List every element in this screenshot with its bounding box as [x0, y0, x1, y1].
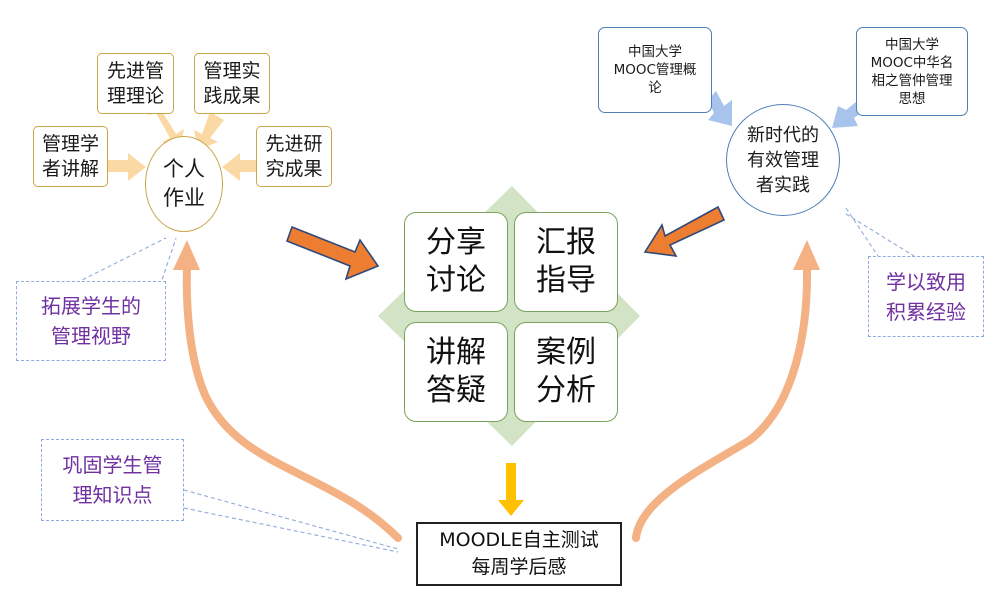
box-practice-results: 管理实 践成果	[194, 53, 270, 114]
callout-apply-learning-text: 学以致用 积累经验	[886, 269, 966, 324]
individual-work-circle: 个人 作业	[145, 136, 223, 232]
arrow-center-to-moodle	[498, 463, 524, 516]
quad-lecture-answer: 讲解 答疑	[404, 322, 508, 422]
arrow-research-to-circle	[222, 153, 258, 181]
callout-apply-learning: 学以致用 积累经验	[868, 256, 984, 337]
quad-report-guide: 汇报 指导	[514, 212, 618, 312]
box-scholar-lectures-label: 管理学 者讲解	[41, 132, 99, 180]
quad-share-discuss-label: 分享 讨论	[426, 225, 486, 298]
box-research-results: 先进研 究成果	[256, 126, 332, 187]
quad-lecture-answer-label: 讲解 答疑	[426, 335, 486, 408]
leader-consolidate-1	[183, 489, 399, 550]
moodle-label: MOODLE自主测试 每周学后感	[439, 529, 599, 578]
leader-apply-2	[845, 213, 915, 257]
box-scholar-lectures: 管理学 者讲解	[33, 126, 108, 187]
quad-report-guide-label: 汇报 指导	[536, 225, 596, 298]
quad-share-discuss: 分享 讨论	[404, 212, 508, 312]
callout-expand-vision-text: 拓展学生的 管理视野	[41, 294, 141, 348]
box-mooc-chinese: 中国大学 MOOC中华名 相之管仲管理 思想	[856, 27, 968, 116]
callout-expand-vision: 拓展学生的 管理视野	[16, 281, 166, 361]
arrow-scholar-to-circle	[104, 153, 146, 181]
callout-consolidate: 巩固学生管 理知识点	[41, 439, 184, 521]
box-mooc-chinese-label: 中国大学 MOOC中华名 相之管仲管理 思想	[870, 36, 954, 107]
box-mooc-intro-label: 中国大学 MOOC管理概 论	[613, 44, 697, 96]
box-advanced-theory: 先进管 理理论	[97, 53, 174, 114]
leader-consolidate-2	[183, 507, 399, 553]
leader-apply-1	[845, 207, 879, 257]
callout-consolidate-text: 巩固学生管 理知识点	[62, 453, 163, 507]
leader-expand-1	[69, 237, 167, 287]
moodle-box: MOODLE自主测试 每周学后感	[416, 522, 622, 586]
curve-moodle-to-individual	[182, 264, 402, 542]
quad-case-analysis-label: 案例 分析	[536, 335, 596, 408]
arrow-individual-to-center	[285, 225, 380, 281]
curve-head-right	[793, 240, 820, 270]
curve-head-left	[173, 240, 200, 270]
box-research-results-label: 先进研 究成果	[265, 132, 323, 180]
box-mooc-intro: 中国大学 MOOC管理概 论	[598, 27, 712, 113]
callout-leaders	[69, 207, 915, 553]
curve-moodle-to-newera	[632, 264, 812, 542]
arrow-mooc-intro	[708, 91, 732, 126]
individual-work-label: 个人 作业	[163, 157, 205, 210]
box-practice-results-label: 管理实 践成果	[203, 59, 261, 107]
arrow-newera-to-center	[643, 205, 726, 257]
quad-case-analysis: 案例 分析	[514, 322, 618, 422]
new-era-label: 新时代的 有效管理 者实践	[747, 124, 819, 196]
leader-expand-2	[159, 237, 177, 287]
box-advanced-theory-label: 先进管 理理论	[106, 59, 164, 107]
new-era-circle: 新时代的 有效管理 者实践	[726, 104, 840, 216]
